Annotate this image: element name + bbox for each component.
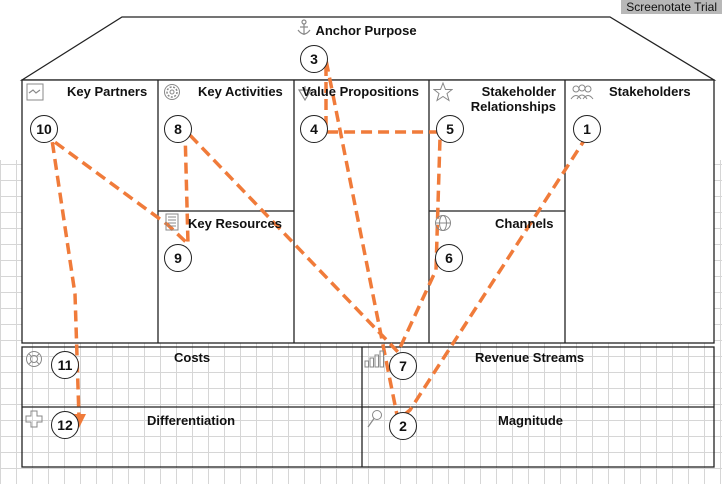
- stakeholders-label: Stakeholders: [609, 84, 691, 99]
- step-marker-costs[interactable]: 11: [51, 351, 79, 379]
- building-icon: [165, 213, 179, 231]
- value-propositions-label: Value Propositions: [302, 84, 420, 99]
- step-marker-value-propositions[interactable]: 4: [300, 115, 328, 143]
- handshake-icon: [26, 83, 44, 101]
- key-partners-label: Key Partners: [67, 84, 148, 99]
- step-marker-key-activities[interactable]: 8: [164, 115, 192, 143]
- plus-icon: [25, 410, 43, 428]
- people-icon: [570, 84, 594, 100]
- step-marker-stakeholder-relationships[interactable]: 5: [436, 115, 464, 143]
- step-marker-key-resources[interactable]: 9: [164, 244, 192, 272]
- sequence-path: [50, 58, 589, 422]
- step-marker-revenue-streams[interactable]: 7: [389, 352, 417, 380]
- key-activities-label: Key Activities: [198, 84, 283, 99]
- gear-icon: [164, 84, 180, 100]
- step-marker-key-partners[interactable]: 10: [30, 115, 58, 143]
- globe-icon: [435, 215, 451, 231]
- lifebuoy-icon: [26, 351, 42, 367]
- step-marker-channels[interactable]: 6: [435, 244, 463, 272]
- differentiation-label: Differentiation: [147, 413, 236, 428]
- trial-badge: Screenotate Trial: [621, 0, 722, 14]
- stakeholder-relationships-label-line1: Stakeholder: [481, 84, 556, 99]
- stakeholder-relationships-label-line2: Relationships: [470, 99, 556, 114]
- step-marker-stakeholders[interactable]: 1: [573, 115, 601, 143]
- step-marker-magnitude[interactable]: 2: [389, 412, 417, 440]
- costs-label: Costs: [174, 350, 211, 365]
- step-marker-differentiation[interactable]: 12: [51, 411, 79, 439]
- magnitude-label: Magnitude: [498, 413, 563, 428]
- canvas-upper-frame: [21, 79, 715, 344]
- star-icon: [433, 82, 453, 102]
- key-resources-label: Key Resources: [188, 216, 282, 231]
- anchor-purpose-label: Anchor Purpose: [315, 23, 417, 38]
- stakeholder-relationships-label: Stakeholder Relationships: [460, 84, 556, 114]
- channels-label: Channels: [495, 216, 554, 231]
- gift-icon: [297, 86, 313, 102]
- step-marker-anchor-purpose[interactable]: 3: [300, 45, 328, 73]
- revenue-streams-label: Revenue Streams: [475, 350, 585, 365]
- magnifier-icon: [367, 410, 382, 428]
- bar-chart-icon: [364, 350, 384, 368]
- anchor-icon: [297, 19, 311, 35]
